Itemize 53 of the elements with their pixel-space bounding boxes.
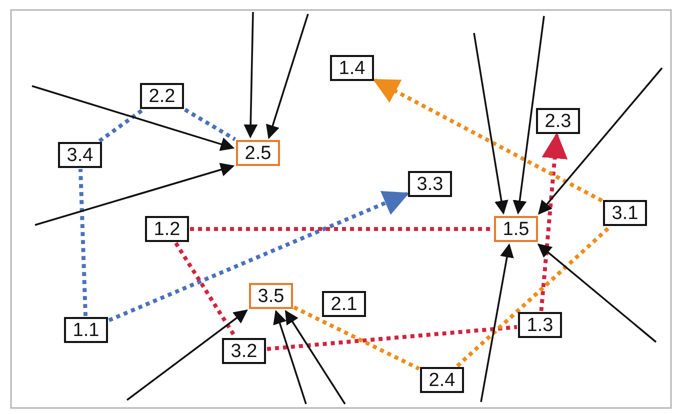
box-label: 1.1	[72, 320, 100, 340]
label-box	[603, 200, 647, 226]
label-box	[536, 108, 580, 134]
box-label: 3.3	[416, 174, 444, 194]
highlighted-box	[249, 283, 293, 309]
arrow	[538, 67, 663, 215]
arrow	[537, 243, 657, 343]
label-box	[518, 312, 562, 338]
arrow	[480, 243, 514, 402]
box-label: 3.2	[230, 342, 258, 360]
arrow	[126, 310, 248, 401]
dotted-connector	[174, 242, 237, 338]
highlighted-box	[494, 216, 538, 242]
box-label: 3.5	[258, 286, 284, 306]
box-label: 2.3	[544, 112, 572, 130]
dotted-connector	[266, 325, 518, 351]
dotted-connector	[293, 306, 420, 370]
dotted-connector	[456, 226, 611, 368]
dotted-connector	[78, 168, 88, 316]
highlighted-box	[236, 140, 280, 166]
dotted-connector	[190, 227, 493, 231]
label-box	[420, 367, 464, 393]
label-box	[322, 291, 366, 317]
label-box	[222, 338, 266, 364]
box-label: 2.4	[428, 370, 456, 390]
label-box	[408, 171, 452, 197]
box-label: 2.1	[330, 294, 358, 314]
dotted-connector	[98, 108, 144, 143]
arrow	[273, 310, 307, 404]
arrow	[512, 16, 545, 215]
arrow	[266, 14, 309, 140]
box-label: 2.5	[244, 144, 272, 162]
dotted-connector	[108, 190, 410, 322]
box-label: 1.2	[154, 220, 180, 238]
label-box	[330, 55, 374, 81]
arrow	[34, 162, 235, 226]
arrow	[244, 12, 258, 138]
label-box	[140, 83, 184, 109]
arrow	[32, 85, 235, 151]
arrow	[284, 310, 346, 404]
box-label: 3.4	[66, 146, 94, 164]
box-label: 3.1	[612, 204, 638, 222]
box-label: 1.5	[502, 220, 530, 238]
label-box	[58, 142, 102, 168]
arrow	[473, 32, 508, 215]
label-box	[64, 317, 108, 343]
dotted-connector	[184, 108, 236, 142]
box-label: 1.3	[526, 316, 554, 334]
dotted-connector	[372, 78, 603, 203]
label-box	[145, 216, 189, 242]
box-label: 2.2	[148, 86, 176, 106]
box-label: 1.4	[338, 58, 366, 78]
dotted-connector	[539, 132, 568, 312]
